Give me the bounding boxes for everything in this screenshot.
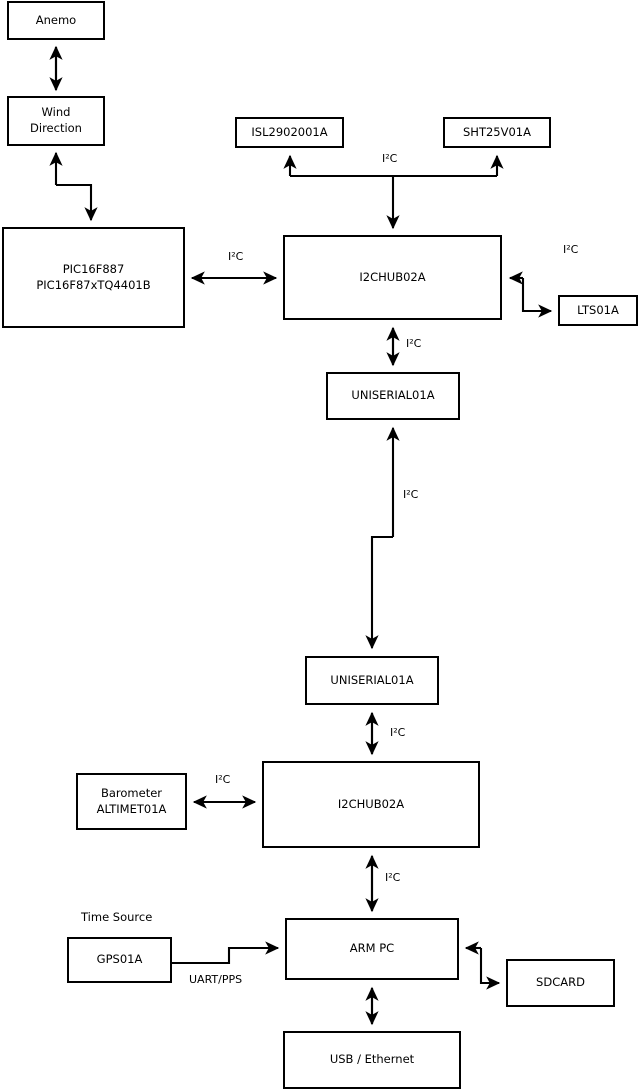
edge-label-i2c-hub-uniserial: I²C — [406, 337, 422, 350]
node-arm-pc[interactable]: ARM PC — [285, 918, 459, 980]
node-uniserial01a-bottom[interactable]: UNISERIAL01A — [305, 656, 439, 705]
edge-label-i2c-top-bus: I²C — [382, 152, 398, 165]
edge-uniserial-top-to-bot — [365, 535, 393, 650]
caption-time-source: Time Source — [81, 910, 153, 924]
edge-label-i2c-uniserial-link: I²C — [403, 488, 419, 501]
node-gps01a[interactable]: GPS01A — [67, 937, 172, 983]
node-anemo[interactable]: Anemo — [7, 1, 105, 40]
edge-gps-armpc — [172, 941, 280, 965]
node-wind-direction[interactable]: Wind Direction — [7, 96, 105, 146]
edge-label-i2c-uniserial-hub2: I²C — [390, 726, 406, 739]
edge-label-uart-pps: UART/PPS — [189, 973, 243, 986]
edge-label-i2c-hub-lts: I²C — [563, 243, 579, 256]
node-usb-ethernet[interactable]: USB / Ethernet — [283, 1031, 461, 1089]
node-isl2902001a[interactable]: ISL2902001A — [235, 117, 344, 148]
node-uniserial01a-top[interactable]: UNISERIAL01A — [326, 372, 460, 420]
node-i2chub02a-top[interactable]: I2CHUB02A — [283, 235, 502, 320]
edge-armpc-sdcard — [479, 948, 501, 990]
node-sht25v01a[interactable]: SHT25V01A — [443, 117, 551, 148]
edge-label-i2c-barometer-hub2: I²C — [215, 773, 231, 786]
node-barometer-altimet01a[interactable]: Barometer ALTIMET01A — [76, 773, 187, 830]
edge-winddir-pic — [56, 183, 98, 222]
node-i2chub02a-bottom[interactable]: I2CHUB02A — [262, 761, 480, 848]
node-pic-microcontroller[interactable]: PIC16F887 PIC16F87xTQ4401B — [2, 227, 185, 328]
node-lts01a[interactable]: LTS01A — [558, 295, 638, 326]
node-sdcard[interactable]: SDCARD — [506, 959, 615, 1007]
edge-label-i2c-hub2-armpc: I²C — [385, 871, 401, 884]
edge-label-i2c-pic-hub: I²C — [228, 250, 244, 263]
edge-hub-lts — [521, 278, 553, 318]
